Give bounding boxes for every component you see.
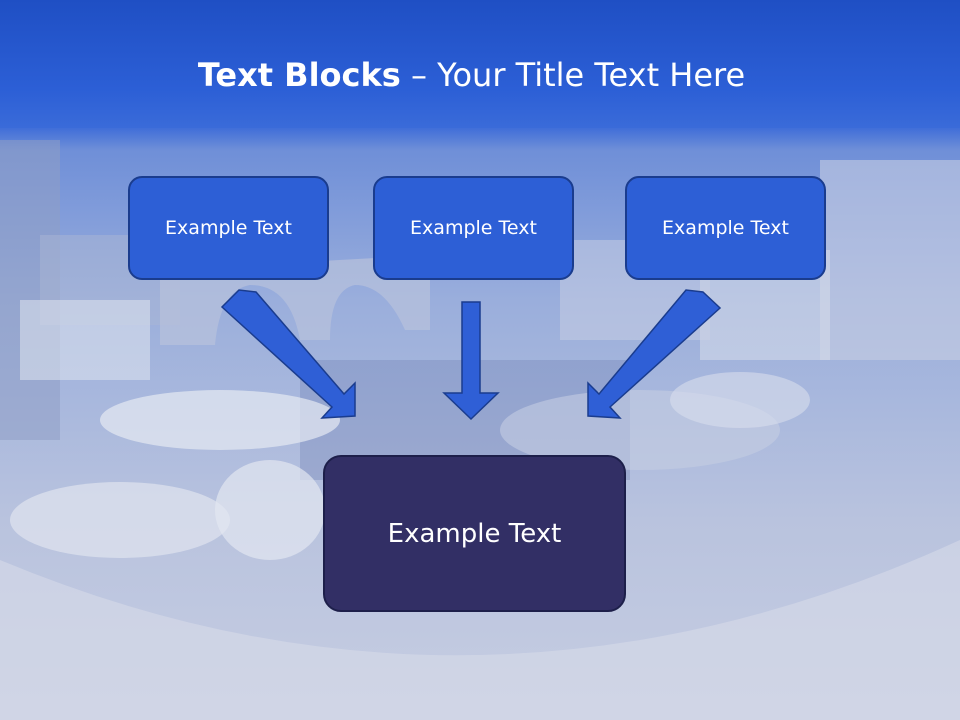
text-block-3[interactable]: Example Text bbox=[625, 176, 826, 280]
title-bold-part: Text Blocks bbox=[197, 56, 401, 94]
text-block-2[interactable]: Example Text bbox=[373, 176, 574, 280]
text-block-1-label: Example Text bbox=[165, 217, 292, 239]
text-block-1[interactable]: Example Text bbox=[128, 176, 329, 280]
title-separator: – bbox=[400, 56, 438, 94]
title-regular-part: Your Title Text Here bbox=[437, 56, 746, 94]
main-text-block-label: Example Text bbox=[387, 518, 562, 549]
slide-title: Text Blocks – Your Title Text Here bbox=[0, 52, 943, 98]
text-block-2-label: Example Text bbox=[410, 217, 537, 239]
title-bar bbox=[0, 0, 960, 128]
main-text-block[interactable]: Example Text bbox=[323, 455, 626, 612]
text-block-3-label: Example Text bbox=[662, 217, 789, 239]
